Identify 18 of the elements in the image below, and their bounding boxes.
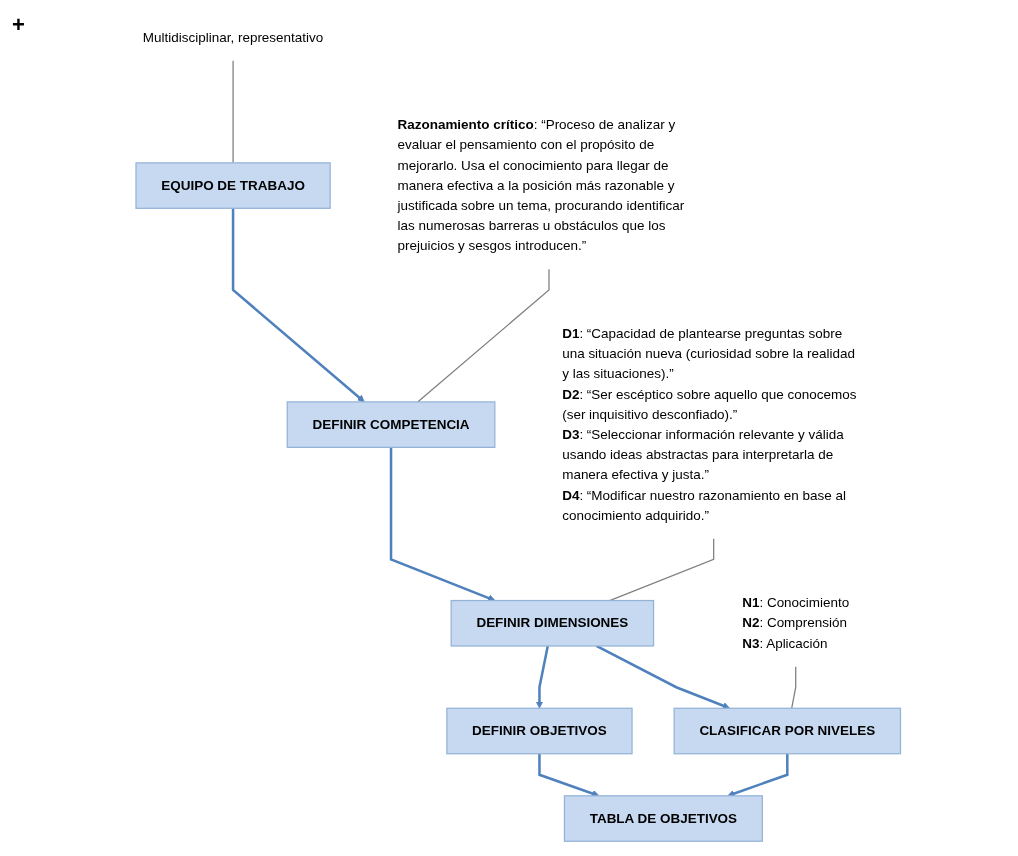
arrow [389,447,496,602]
node-text: Multidisciplinar, representativo [142,29,324,45]
connector [417,268,550,403]
node-box: DEFINIR OBJETIVOS [446,707,633,755]
node-box: DEFINIR COMPETENCIA [286,401,496,448]
node-text: N1: Conocimiento N2: Comprensión N3: Aplicación [742,595,850,651]
node-text: D1: “Capacidad de plantearse preguntas sobre una situación nueva (curiosidad sobre la realidad y las situaciones).” D2: “Ser escéptico sobre aquello que conocemos (ser inquisitivo desconfiado).” D3: “Seleccionar información relevante y válida usando ideas abstractas para interpretarla de manera efectiva y justa.” D4: “Modificar nuestro razonamiento en base al conocimiento adquirido.” [562,326,857,523]
node-box: EQUIPO DE TRABAJO [135,162,331,209]
connector [791,665,797,709]
connector [232,59,234,164]
node-box: CLASIFICAR POR NIVELES [673,707,902,755]
plus-sign: + [12,12,25,37]
node-box: TABLA DE OBJETIVOS [563,795,763,842]
node-text: Razonamiento crítico: “Proceso de analizar y evaluar el pensamiento con el propósito de mejorarlo. Usa el conocimiento para llegar de manera efectiva a la posición más razonable y justificada sobre un tema, procurando identificar las numerosas barreras u obstáculos que los prejuicios y sesgos introducen.” [397,117,685,253]
connector [609,537,715,602]
arrow [231,208,365,403]
node-box: DEFINIR DIMENSIONES [450,599,655,647]
arrow [535,645,549,709]
